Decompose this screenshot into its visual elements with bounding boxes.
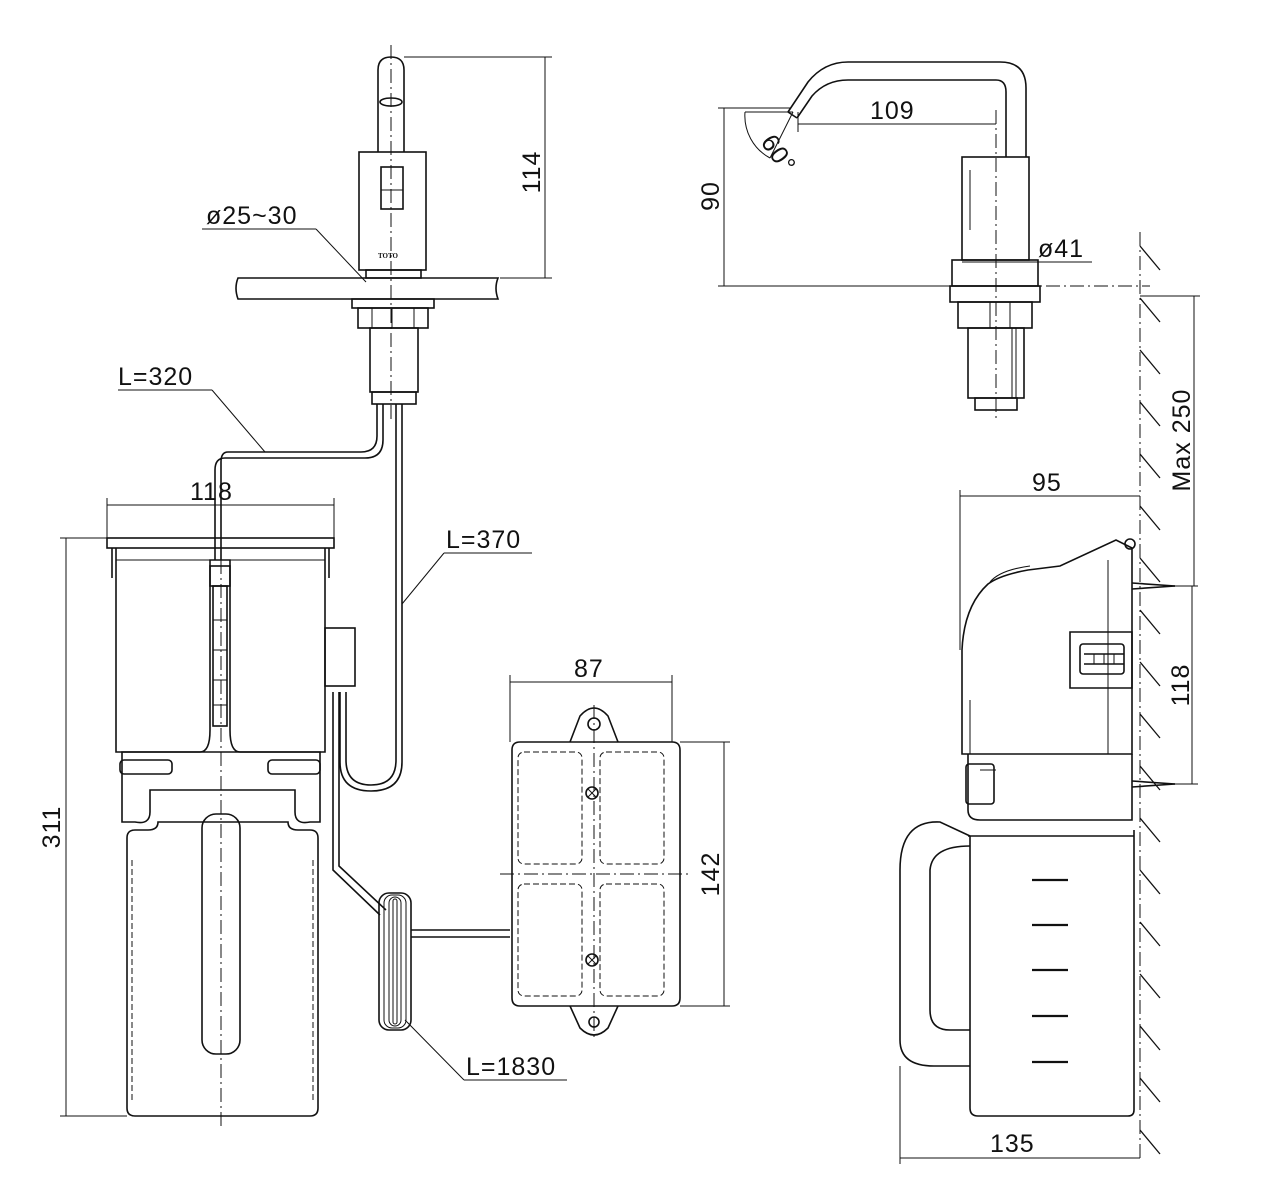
battery-height-label: 142	[697, 852, 725, 897]
battery-cell-2	[599, 751, 665, 865]
front-countertop	[235, 277, 500, 300]
dim-tank-height: 311	[38, 537, 127, 1117]
wall-hatch-line	[1139, 401, 1161, 427]
front-unit-connector	[324, 627, 356, 687]
battery-box-body	[511, 741, 681, 1007]
bracket-spacing-label: 118	[1167, 664, 1195, 707]
side-unit-housing	[961, 539, 1133, 755]
wall-hatch-line	[1139, 609, 1161, 635]
wall-hatch-line	[1139, 1077, 1161, 1103]
front-brand-mark: TOTO	[378, 252, 399, 260]
front-sensor-window	[380, 166, 404, 210]
spray-angle-label: 60°	[755, 129, 801, 178]
front-washer	[351, 298, 435, 309]
side-mount-screw-top	[1131, 582, 1176, 587]
tank-width-label: 118	[190, 478, 233, 506]
tank-height-label: 311	[38, 806, 66, 849]
front-pump-tube	[209, 565, 231, 587]
battery-box-screw-top	[585, 786, 599, 800]
max-height-label: Max 250	[1168, 389, 1196, 492]
hole-diameter-label: ø25~30	[206, 202, 298, 230]
faucet-height-label: 114	[518, 151, 546, 194]
hose-short	[214, 404, 384, 560]
hose-coil	[378, 892, 412, 1031]
front-tank	[119, 560, 321, 1130]
front-tank-clamp	[121, 751, 321, 824]
front-faucet: TOTO	[235, 45, 500, 420]
side-base-flange	[951, 259, 1039, 287]
wall-hatch-line	[1139, 349, 1161, 375]
wall-hatch-line	[1139, 921, 1161, 947]
hose-long-label: L=1830	[466, 1053, 556, 1081]
wall-hatch-line	[1139, 817, 1161, 843]
dim-faucet-height: 114	[404, 56, 552, 279]
wall-hatching	[1139, 245, 1161, 1155]
battery-box-screw-bottom	[585, 953, 599, 967]
side-spout-arm	[787, 61, 1027, 157]
side-tank	[899, 754, 1135, 1117]
tank-depth-label: 135	[990, 1130, 1035, 1158]
side-unit-latch	[1069, 631, 1133, 689]
battery-cell-3	[517, 883, 583, 997]
dim-reach: 109	[797, 97, 996, 132]
dim-unit-depth: 95	[959, 469, 1140, 650]
dim-battery-width: 87	[509, 655, 673, 742]
dim-max-height: Max 250	[1140, 295, 1200, 586]
wall-hatch-line	[1139, 505, 1161, 531]
wall-hatch-line	[1139, 661, 1161, 687]
wall-hatch-line	[1139, 973, 1161, 999]
front-unit-top-plate	[106, 537, 335, 549]
side-tank-neck	[967, 754, 1133, 821]
wall-hatch-line	[1139, 713, 1161, 739]
front-shank-end	[371, 391, 417, 405]
wall-hatch-line	[1139, 557, 1161, 583]
hose-short-label: L=320	[118, 363, 193, 391]
unit-depth-label: 95	[1032, 469, 1062, 497]
wall-hatch-line	[1139, 297, 1161, 323]
dim-battery-height: 142	[680, 741, 730, 1007]
body-diameter-label: ø41	[1038, 235, 1084, 263]
dim-tank-width: 118	[106, 478, 335, 538]
front-base-flange	[365, 269, 422, 279]
side-tank-handle	[899, 821, 971, 1067]
dim-spray-angle: 60°	[744, 111, 801, 179]
wall-hatch-line	[1139, 1129, 1161, 1155]
wall-hatch-line	[1139, 245, 1161, 271]
hose-long	[332, 692, 381, 916]
side-tank-body	[969, 830, 1135, 1117]
hose-labels: L=320 L=370 L=1830	[118, 363, 567, 1081]
spout-height-label: 90	[697, 181, 725, 211]
front-tank-body	[126, 821, 319, 1117]
side-mount-screw-bottom	[1131, 780, 1176, 785]
battery-cell-1	[517, 751, 583, 865]
side-faucet	[787, 61, 1150, 420]
wall	[1139, 232, 1161, 1160]
hoses	[214, 404, 510, 1031]
front-control-unit	[106, 537, 356, 753]
dim-hole-diameter: ø25~30	[202, 202, 367, 283]
front-mounting-nut	[357, 307, 429, 329]
hose-medium-label: L=370	[446, 526, 521, 554]
reach-label: 109	[870, 97, 915, 125]
battery-cell-4	[599, 883, 665, 997]
wall-hatch-line	[1139, 1025, 1161, 1051]
front-shank	[369, 327, 419, 393]
battery-box	[500, 705, 690, 1040]
wall-hatch-line	[1139, 453, 1161, 479]
dim-spout-height: 90	[697, 107, 950, 287]
dim-bracket-spacing: 118	[1167, 585, 1198, 785]
side-control-unit	[961, 538, 1176, 788]
side-unit-hook	[1124, 538, 1136, 550]
dim-body-diameter: ø41	[962, 235, 1092, 263]
side-mounting-nut	[957, 301, 1033, 329]
battery-width-label: 87	[574, 655, 604, 683]
hose-medium	[345, 404, 397, 786]
wall-hatch-line	[1139, 869, 1161, 895]
dim-tank-depth: 135	[899, 1066, 1140, 1164]
